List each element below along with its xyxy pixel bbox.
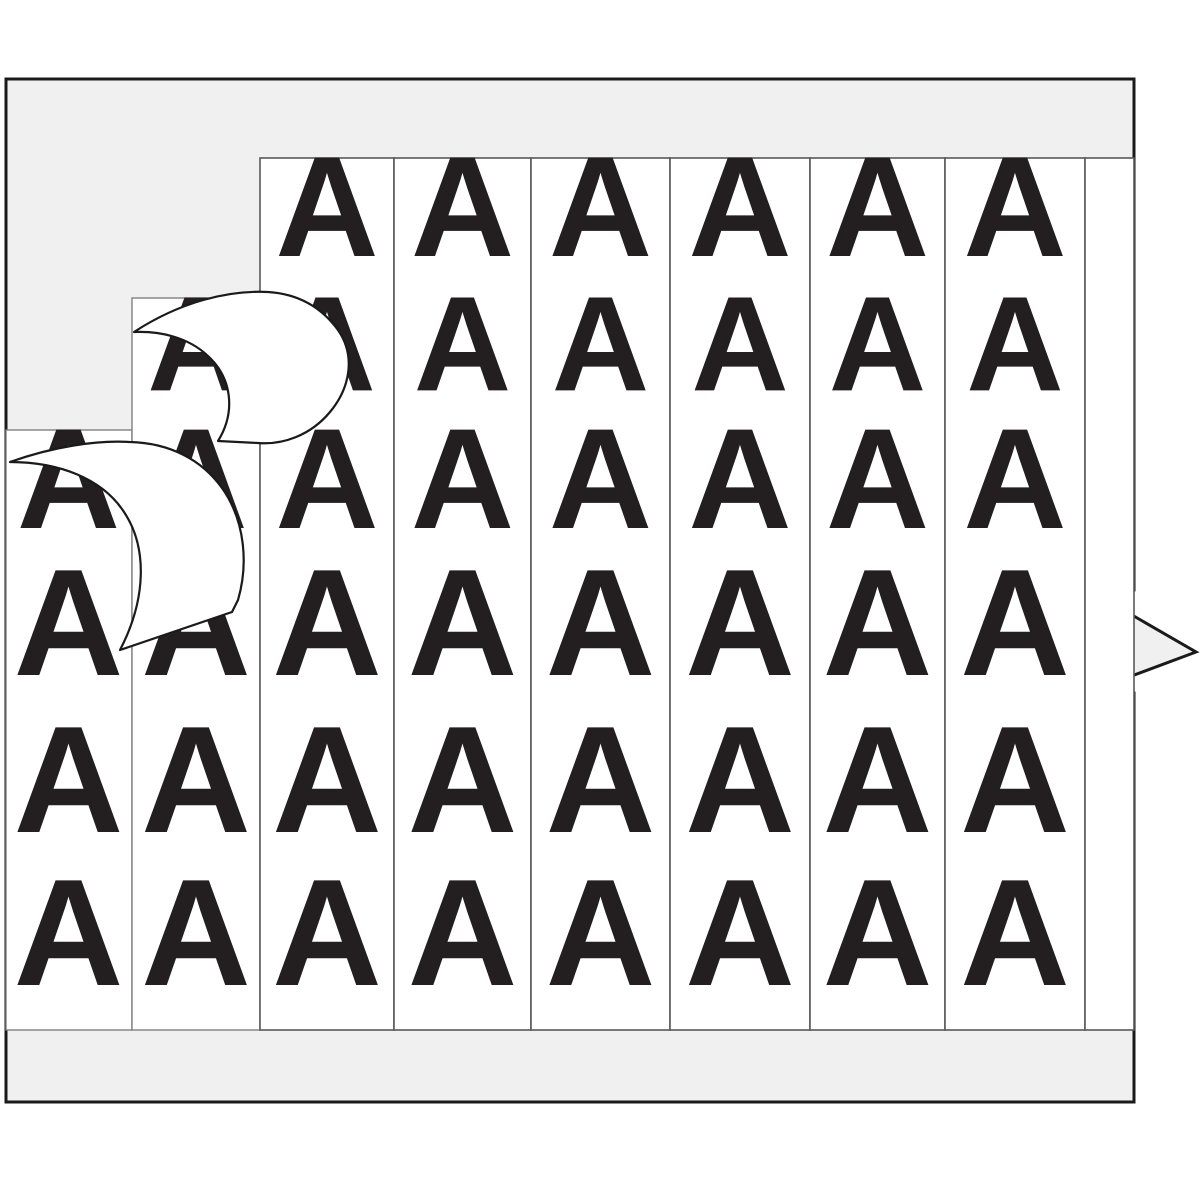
label-letter: A bbox=[688, 128, 791, 287]
label-letter: A bbox=[826, 400, 929, 559]
label-letter: A bbox=[141, 695, 251, 865]
label-letter: A bbox=[549, 400, 652, 559]
label-letter: A bbox=[408, 848, 518, 1018]
label-letter: A bbox=[272, 695, 382, 865]
label-letter: A bbox=[963, 128, 1066, 287]
label-letter: A bbox=[275, 128, 378, 287]
label-letter: A bbox=[552, 268, 650, 419]
label-letter: A bbox=[691, 268, 789, 419]
label-letter: A bbox=[411, 400, 514, 559]
label-letter: A bbox=[14, 538, 124, 708]
label-letter: A bbox=[272, 538, 382, 708]
label-letter: A bbox=[960, 848, 1070, 1018]
label-letter: A bbox=[963, 400, 1066, 559]
label-letter: A bbox=[546, 538, 656, 708]
label-letter: A bbox=[960, 695, 1070, 865]
label-column-1[interactable] bbox=[5, 429, 133, 1031]
peeled-label-upper[interactable] bbox=[132, 290, 350, 445]
label-letter: A bbox=[688, 400, 791, 559]
label-column-7[interactable] bbox=[809, 157, 946, 1031]
label-letter: A bbox=[546, 695, 656, 865]
label-column-6[interactable] bbox=[669, 157, 811, 1031]
label-letter: A bbox=[829, 268, 927, 419]
label-letter: A bbox=[14, 695, 124, 865]
label-column-5[interactable] bbox=[530, 157, 671, 1031]
label-letter: A bbox=[685, 848, 795, 1018]
label-letter: A bbox=[414, 268, 512, 419]
peeled-label-upper-face[interactable] bbox=[132, 290, 350, 445]
label-letter: A bbox=[685, 538, 795, 708]
label-letter: A bbox=[685, 695, 795, 865]
label-letter: A bbox=[966, 268, 1064, 419]
label-letter: A bbox=[823, 848, 933, 1018]
label-column-4[interactable] bbox=[393, 157, 532, 1031]
label-letter: A bbox=[823, 695, 933, 865]
label-letter: A bbox=[408, 695, 518, 865]
peeled-label-lower-face[interactable] bbox=[8, 440, 245, 652]
label-letter: A bbox=[823, 538, 933, 708]
peeled-label-lower[interactable] bbox=[8, 440, 245, 652]
label-letter: A bbox=[549, 128, 652, 287]
label-letter: A bbox=[960, 538, 1070, 708]
label-letter: A bbox=[826, 128, 929, 287]
label-column-8[interactable] bbox=[944, 157, 1086, 1031]
label-letter: A bbox=[272, 848, 382, 1018]
label-column-trailing-strip[interactable] bbox=[1084, 157, 1135, 1031]
label-letter: A bbox=[546, 848, 656, 1018]
label-letter: A bbox=[408, 538, 518, 708]
label-letter: A bbox=[141, 848, 251, 1018]
label-letter: A bbox=[14, 848, 124, 1018]
label-letter: A bbox=[411, 128, 514, 287]
label-grid bbox=[5, 157, 1135, 1031]
